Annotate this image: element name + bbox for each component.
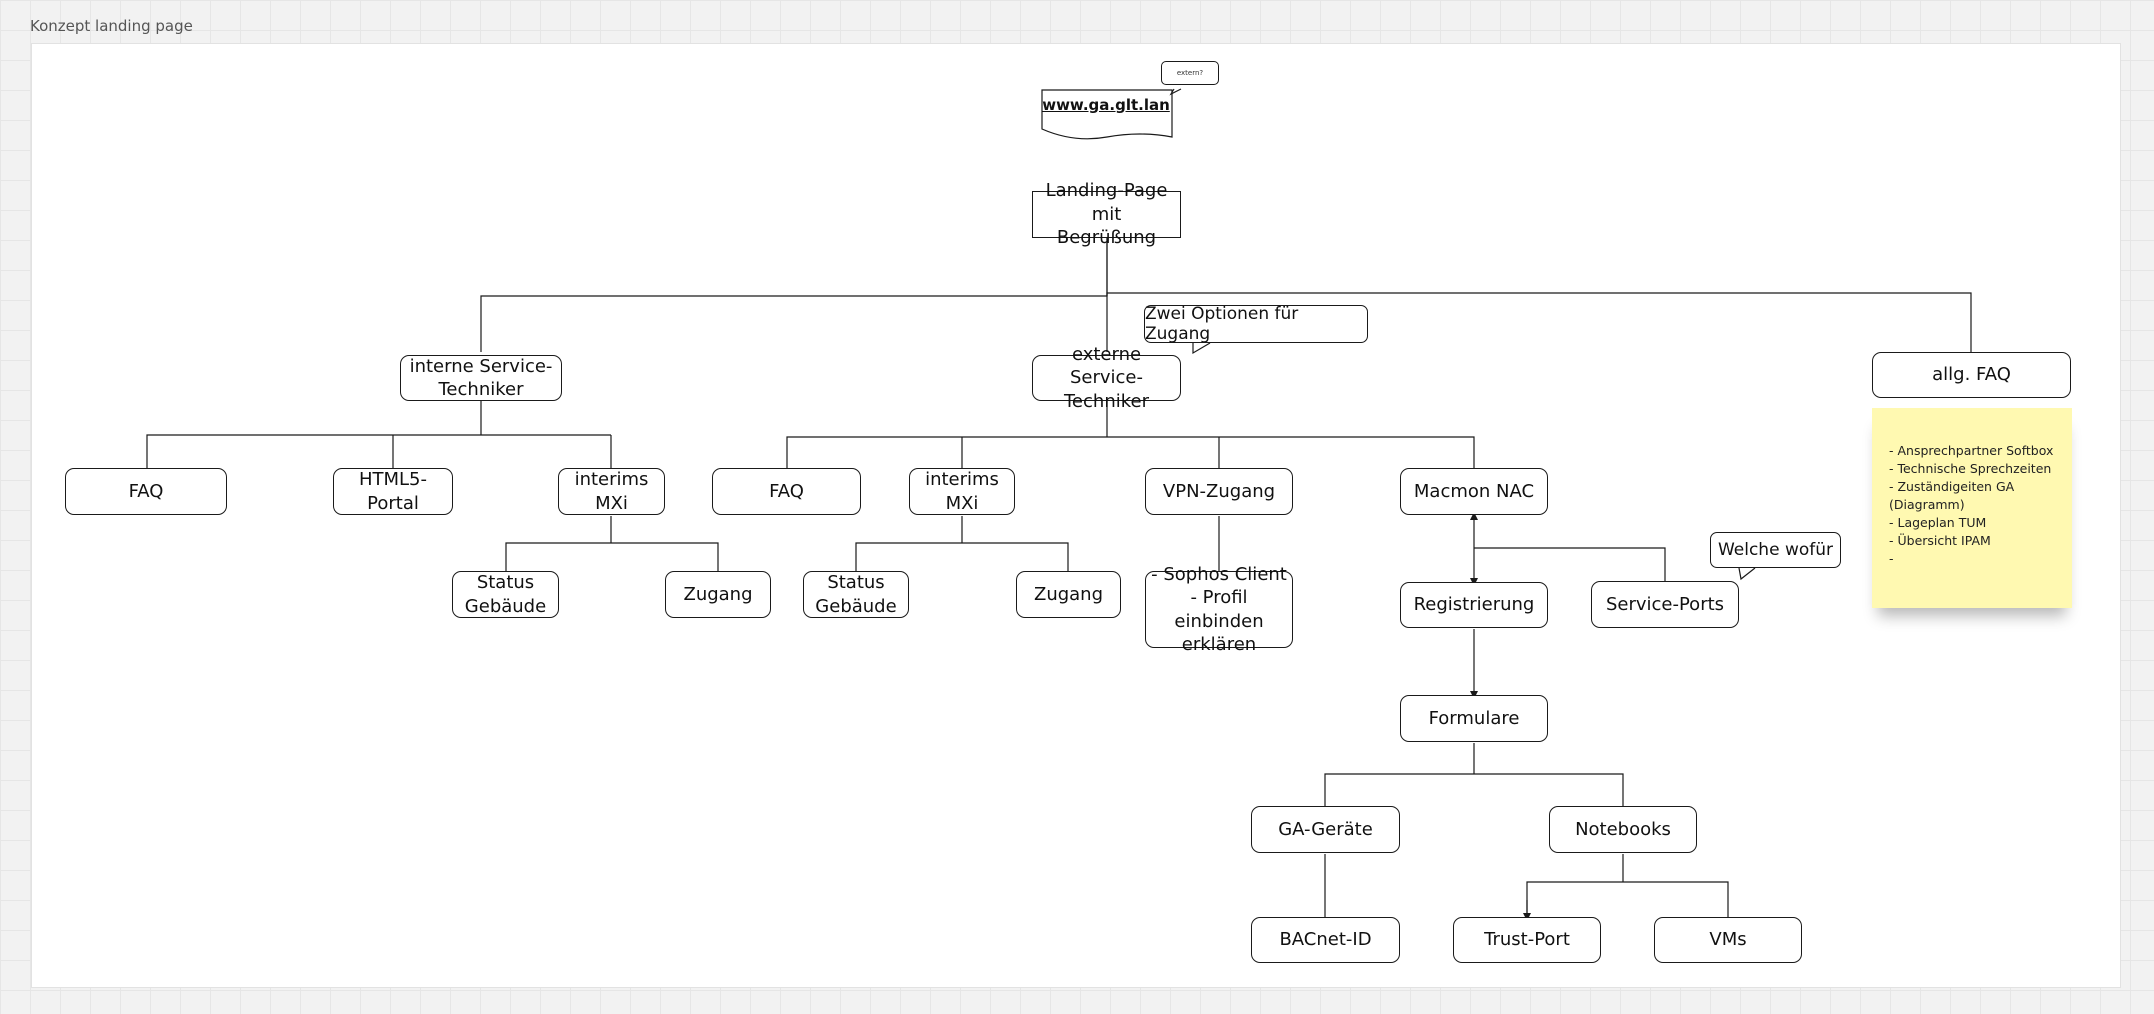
- bubble-tail-welche: [1738, 567, 1756, 581]
- node-interne-service-techniker[interactable]: interne Service- Techniker: [400, 355, 562, 401]
- comment-extern[interactable]: extern?: [1161, 61, 1219, 85]
- node-ext-zugang[interactable]: Zugang: [1016, 571, 1121, 618]
- node-externe-service-techniker[interactable]: externe Service- Techniker: [1032, 344, 1181, 412]
- connector-landing-interne: [480, 238, 1108, 352]
- node-registrierung[interactable]: Registrierung: [1400, 582, 1548, 628]
- node-macmon-nac[interactable]: Macmon NAC: [1400, 468, 1548, 515]
- sticky-item: - Lageplan TUM: [1889, 515, 1987, 530]
- node-landing-page[interactable]: Landing-Page mit Begrüßung: [1032, 180, 1181, 248]
- sticky-note-list: - Ansprechpartner Softbox - Technische S…: [1889, 442, 2058, 568]
- connector-macmon-serviceports: [1474, 547, 1666, 581]
- node-vpn-zugang[interactable]: VPN-Zugang: [1145, 468, 1293, 515]
- node-int-zugang[interactable]: Zugang: [665, 571, 771, 618]
- connector-interne-children: [146, 401, 612, 468]
- sticky-item: - Technische Sprechzeiten: [1889, 461, 2052, 476]
- node-trust-port[interactable]: Trust-Port: [1453, 917, 1601, 963]
- node-vpn-detail[interactable]: - Sophos Client - Profil einbinden erklä…: [1145, 564, 1293, 655]
- node-service-ports[interactable]: Service-Ports: [1591, 581, 1739, 628]
- node-ext-interims-mxi[interactable]: interims MXi: [909, 468, 1015, 515]
- node-int-interims-mxi[interactable]: interims MXi: [558, 468, 665, 515]
- connector-notebooks-children: [1526, 854, 1729, 917]
- node-ga-geraete[interactable]: GA-Geräte: [1251, 806, 1400, 853]
- node-int-html5-portal[interactable]: HTML5-Portal: [333, 468, 453, 515]
- node-int-status-gebaeude[interactable]: Status Gebäude: [452, 571, 559, 618]
- node-vms[interactable]: VMs: [1654, 917, 1802, 963]
- sticky-item: - Zuständigeiten GA: [1889, 479, 2015, 494]
- bubble-tail-extern: [1169, 88, 1182, 96]
- bubble-tail-zwei: [1192, 342, 1211, 355]
- sticky-item: (Diagramm): [1889, 497, 1965, 512]
- node-ext-status-gebaeude[interactable]: Status Gebäude: [803, 571, 909, 618]
- node-bacnet-id[interactable]: BACnet-ID: [1251, 917, 1400, 963]
- sticky-item: - Ansprechpartner Softbox: [1889, 443, 2054, 458]
- node-int-faq[interactable]: FAQ: [65, 468, 227, 515]
- node-ext-faq[interactable]: FAQ: [712, 468, 861, 515]
- sticky-item: -: [1889, 551, 1894, 566]
- connector-landing-faq: [1106, 292, 1972, 352]
- sticky-item: - Übersicht IPAM: [1889, 533, 1991, 548]
- connector-int-interims-children: [505, 516, 719, 571]
- comment-zwei-optionen[interactable]: Zwei Optionen für Zugang: [1144, 304, 1368, 344]
- connector-formulare-children: [1324, 743, 1624, 806]
- node-notebooks[interactable]: Notebooks: [1549, 806, 1697, 853]
- comment-welche-wofuer[interactable]: Welche wofür: [1710, 532, 1841, 568]
- connector-externe-children: [786, 401, 1475, 468]
- url-label[interactable]: www.ga.glt.lan: [1042, 96, 1170, 114]
- connector-ext-interims-children: [855, 516, 1069, 571]
- sticky-note-faq[interactable]: - Ansprechpartner Softbox - Technische S…: [1872, 408, 2072, 608]
- frame-title[interactable]: Konzept landing page: [30, 17, 193, 35]
- node-formulare[interactable]: Formulare: [1400, 695, 1548, 742]
- node-allg-faq[interactable]: allg. FAQ: [1872, 352, 2071, 398]
- url-document-shape: [1041, 89, 1173, 140]
